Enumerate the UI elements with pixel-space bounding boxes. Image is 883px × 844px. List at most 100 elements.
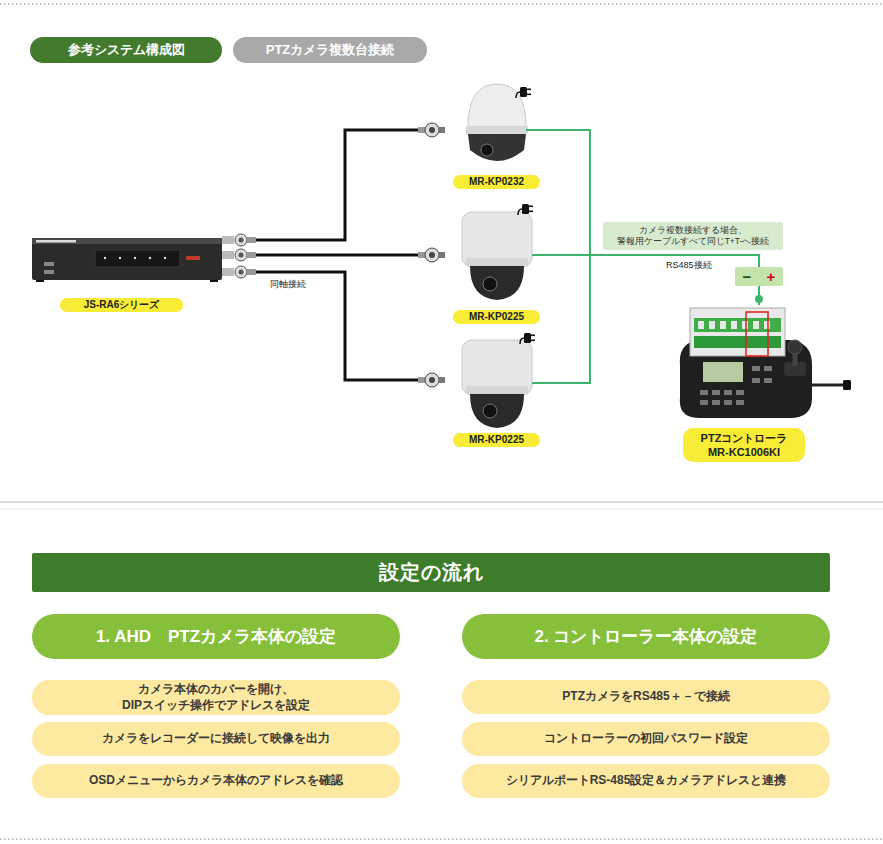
section-title: 設定の流れ: [379, 559, 484, 586]
step-heading: 2. コントローラー本体の設定: [462, 614, 830, 659]
ptz-camera: MR-KP0225: [418, 203, 543, 327]
bnc-connector: [425, 248, 439, 262]
ptz-controller: PTZコントローラ MR-KC1006KI: [672, 305, 855, 465]
recorder-illustration: [164, 257, 166, 259]
rs485-stub: [755, 295, 763, 303]
step-text: コントローラーの初回パスワード設定: [544, 731, 748, 747]
bnc-connector: [425, 373, 439, 387]
box-camera: [466, 386, 528, 394]
tab-label: 参考システム構成図: [68, 41, 185, 59]
bnc-connector: [235, 249, 247, 261]
bnc-connector: [222, 251, 234, 259]
dotted-border: [0, 3, 883, 5]
section-separator: [0, 509, 883, 510]
bnc-connector: [247, 237, 256, 243]
recorder-illustration: [149, 257, 151, 259]
power-plug-icon: [516, 87, 531, 98]
recorder-illustration: [95, 250, 180, 267]
power-plug-icon: [518, 209, 522, 215]
recorder-illustration: [119, 257, 121, 259]
power-plug-icon: [524, 333, 531, 343]
dotted-border: [0, 4, 883, 839]
recorder-device: JS-RA6シリーズ: [28, 232, 256, 316]
bnc-connector: [439, 127, 445, 133]
rs485-stub: [526, 129, 543, 131]
bnc-connector: [247, 269, 256, 275]
tab-button: PTZカメラ複数台接続: [233, 37, 427, 63]
power-plug-icon: [516, 87, 535, 344]
ptz-camera: MR-KP0225: [418, 333, 543, 450]
bnc-connector: [429, 252, 435, 258]
bnc-connector: [239, 238, 244, 243]
model-tag: JS-RA6シリーズ: [60, 298, 183, 312]
box-camera: [466, 258, 528, 266]
model-tag: MR-KP0225: [453, 310, 540, 324]
box-camera: [462, 340, 532, 428]
box-camera: [462, 340, 532, 395]
bnc-connector: [439, 377, 445, 383]
rs485-stub: [532, 382, 543, 384]
power-plug-icon: [520, 333, 535, 344]
recorder-illustration: [44, 262, 54, 266]
bnc-connector: [439, 252, 445, 258]
recorder-illustration: [32, 238, 222, 282]
step-text: シリアルポートRS-485設定＆カメラアドレスと連携: [506, 773, 787, 789]
box-camera: [483, 404, 497, 418]
controller-illustration: [709, 321, 715, 329]
controller-illustration: [690, 308, 785, 356]
controller-illustration: [700, 400, 708, 405]
power-plug-icon: [529, 206, 533, 208]
rs485-stub: [532, 254, 543, 256]
coax-cable: [256, 130, 418, 240]
controller-illustration: [720, 321, 726, 329]
power-plug-icon: [531, 335, 535, 337]
controller-illustration: [712, 390, 720, 395]
step-text: カメラをレコーダーに接続して映像を出力: [102, 731, 330, 747]
controller-illustration: [700, 390, 708, 395]
recorder-illustration: [134, 257, 136, 259]
controller-illustration: [680, 308, 851, 418]
bnc-connector: [222, 268, 234, 276]
ptz-camera: MR-KP0232: [418, 80, 543, 192]
controller-illustration: [703, 362, 743, 382]
controller-illustration: [736, 400, 744, 405]
controller-illustration: [764, 321, 770, 329]
bnc-connector: [239, 253, 244, 258]
controller-illustration: [764, 366, 772, 371]
box-camera: [483, 277, 497, 291]
recorder-illustration: [210, 280, 218, 282]
power-plug-icon: [518, 204, 533, 215]
power-plug-icon: [516, 92, 520, 98]
section-band: 設定の流れ: [32, 553, 830, 592]
controller-illustration: [753, 321, 759, 329]
box-camera: [462, 212, 532, 267]
recorder-illustration: [36, 240, 76, 243]
step-box: PTZカメラをRS485＋－で接続: [462, 680, 830, 714]
recorder-illustration: [44, 270, 54, 274]
controller-illustration: [752, 378, 760, 383]
step-box: カメラをレコーダーに接続して映像を出力: [32, 722, 400, 756]
recorder-illustration: [32, 238, 222, 244]
note-text: カメラ複数接続する場合、 警報用ケーブルすべて同じT+T-へ接続: [608, 225, 778, 246]
bnc-connector: [235, 266, 247, 278]
step-box: カメラ本体のカバーを開け、 DIPスイッチ操作でアドレスを設定: [32, 680, 400, 715]
tab-button: 参考システム構成図: [30, 37, 222, 63]
heading-text: 2. コントローラー本体の設定: [535, 625, 758, 648]
step-box: OSDメニューからカメラ本体のアドレスを確認: [32, 764, 400, 798]
section-separator: [0, 501, 883, 503]
recorder-illustration: [36, 280, 44, 282]
step-heading: 1. AHD PTZカメラ本体の設定: [32, 614, 400, 659]
terminal-box: −+: [735, 267, 783, 286]
model-tag: MR-KP0232: [453, 175, 540, 189]
connection-label: 同軸接続: [268, 279, 308, 290]
controller-illustration: [724, 390, 732, 395]
dome-camera: [466, 84, 528, 161]
controller-illustration: [746, 312, 768, 356]
power-plug-icon: [522, 204, 529, 214]
controller-illustration: [724, 400, 732, 405]
controller-illustration: [843, 380, 851, 390]
controller-illustration: [736, 390, 744, 395]
recorder-illustration: [32, 238, 222, 280]
recorder-illustration: [104, 257, 106, 259]
